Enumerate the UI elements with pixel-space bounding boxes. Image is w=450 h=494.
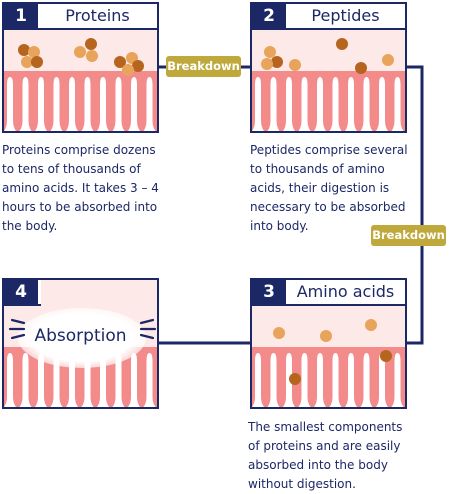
absorption-label: Absorption [34, 326, 127, 346]
amino-acid-dot [86, 50, 98, 62]
amino-acid-dot [382, 54, 394, 66]
intestinal-villi-graphic [252, 347, 405, 407]
amino-acid-dot [31, 56, 43, 68]
amino-acid-dot [85, 38, 97, 50]
panel-title: Peptides [311, 6, 380, 25]
intestinal-villi-graphic [4, 71, 157, 131]
panel-peptides: 2 Peptides [250, 2, 407, 133]
amino-acid-dot [380, 350, 392, 362]
amino-acid-dot [122, 64, 134, 76]
panel-description: Proteins comprise dozens to tens of thou… [2, 143, 159, 233]
amino-acid-dot [18, 44, 30, 56]
amino-acid-dot [365, 319, 377, 331]
amino-acid-dot [261, 58, 273, 70]
amino-acid-dot [132, 60, 144, 72]
step-number: 2 [252, 4, 286, 28]
absorption-rays-icon [8, 318, 157, 340]
panel-title: Proteins [65, 6, 130, 25]
panel-description: Peptides comprise several to thousands o… [250, 143, 408, 233]
panel-amino-acids: 3 Amino acids [250, 278, 407, 409]
amino-acid-dot [28, 46, 40, 58]
step-number: 1 [4, 4, 38, 28]
amino-acid-dot [289, 373, 301, 385]
panel-absorption: 4 Absorption [2, 278, 159, 409]
amino-acid-dot [264, 46, 276, 58]
panel-header: 4 [4, 280, 41, 306]
panel-header: 2 Peptides [252, 4, 405, 30]
amino-acid-dot [320, 330, 332, 342]
amino-acid-dot [273, 327, 285, 339]
amino-acid-dot [74, 46, 86, 58]
step-number: 3 [252, 280, 286, 304]
absorption-glow [18, 308, 146, 368]
amino-acid-dot [355, 62, 367, 74]
amino-acid-dot [21, 56, 33, 68]
breakdown-label: Breakdown [371, 225, 446, 246]
panel-header: 1 Proteins [4, 4, 157, 30]
panel-description: The smallest components of proteins and … [248, 420, 403, 491]
panel-proteins: 1 Proteins [2, 2, 159, 133]
step-number: 4 [4, 280, 38, 304]
panel-title: Amino acids [296, 282, 395, 301]
amino-acid-dot [271, 56, 283, 68]
amino-acid-dot [336, 38, 348, 50]
intestinal-villi-graphic [252, 71, 405, 131]
breakdown-label: Breakdown [166, 56, 241, 77]
panel-header: 3 Amino acids [252, 280, 405, 306]
amino-acid-dot [289, 59, 301, 71]
